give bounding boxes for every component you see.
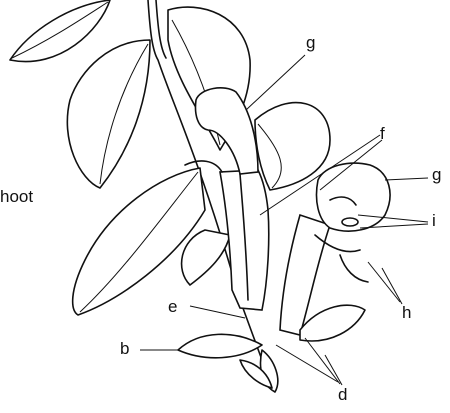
leader-h-b <box>382 268 402 304</box>
label-shoot: hoot <box>0 188 33 205</box>
leaf-lower-left <box>73 168 205 315</box>
sepal-right <box>300 305 365 341</box>
label-i: i <box>432 212 436 229</box>
label-g-top: g <box>306 34 315 51</box>
leader-h-a <box>368 262 400 302</box>
label-g-right: g <box>432 166 441 183</box>
leader-e <box>190 306 245 318</box>
leaf-right <box>255 103 330 190</box>
label-e: e <box>168 298 177 315</box>
leaf-top-left <box>10 0 110 62</box>
leader-d-a <box>276 345 338 382</box>
leader-d-b <box>305 338 340 384</box>
sepal-left <box>178 334 262 357</box>
label-h: h <box>402 304 411 321</box>
leader-g-top <box>246 55 305 110</box>
label-f: f <box>380 125 385 142</box>
second-flower-head <box>317 163 391 231</box>
leader-g-right <box>385 178 428 180</box>
label-b: b <box>120 340 129 357</box>
leaf-lower <box>182 230 230 285</box>
label-d: d <box>338 386 347 403</box>
leader-d-c <box>325 355 342 385</box>
